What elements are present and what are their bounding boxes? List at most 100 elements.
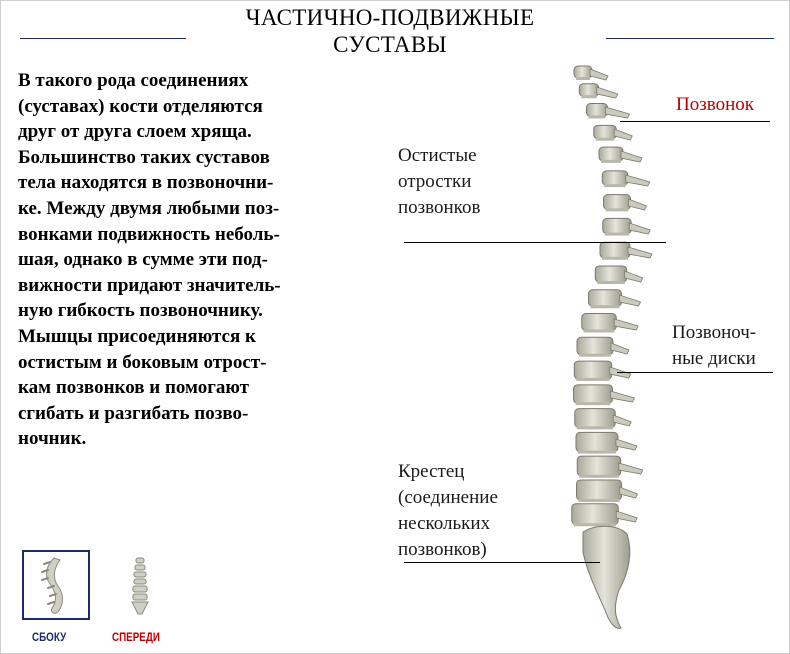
vertebra-body bbox=[602, 217, 632, 235]
view-side-label[interactable]: СБОКУ bbox=[32, 630, 67, 644]
label-spinous-line: Остистые bbox=[398, 145, 477, 166]
spinous-process bbox=[610, 390, 636, 403]
intervertebral-disc bbox=[579, 474, 619, 478]
label-sacrum-line: нескольких bbox=[398, 513, 491, 534]
intervertebral-disc bbox=[576, 377, 610, 381]
description-line: Большинство таких суставов bbox=[18, 146, 270, 168]
vertebra-body bbox=[571, 503, 619, 525]
label-vertebra: Позвонок bbox=[676, 94, 754, 115]
spinous-process bbox=[596, 86, 619, 99]
label-spinous-line: позвонков bbox=[398, 197, 481, 218]
vertebra-body bbox=[598, 146, 624, 162]
spinous-process bbox=[619, 486, 639, 499]
intervertebral-disc bbox=[578, 450, 616, 454]
vertebra-body bbox=[588, 289, 622, 307]
vertebra-body bbox=[574, 408, 616, 428]
spinous-process bbox=[615, 438, 638, 451]
view-side-thumbnail[interactable] bbox=[22, 550, 90, 620]
pointer-sacrum bbox=[404, 562, 600, 563]
label-sacrum-line: (соединение bbox=[398, 487, 498, 508]
spinous-process bbox=[628, 198, 648, 211]
label-sacrum-line: позвонков) bbox=[398, 539, 487, 560]
view-front-label[interactable]: СПЕРЕДИ bbox=[112, 630, 160, 644]
vertebra-body bbox=[593, 124, 617, 140]
intervertebral-disc bbox=[595, 137, 615, 141]
spinous-process bbox=[628, 222, 651, 235]
spinous-process bbox=[612, 414, 632, 427]
description-line: ке. Между двумя любыми поз- bbox=[18, 197, 280, 219]
spinous-process bbox=[620, 150, 643, 163]
spinous-process bbox=[613, 128, 633, 141]
vertebra-body bbox=[573, 65, 593, 79]
description-line: вижности придают значитель- bbox=[18, 274, 281, 296]
vertebra-body bbox=[576, 479, 622, 501]
spinous-process bbox=[610, 342, 630, 355]
page-title-line2: СУСТАВЫ bbox=[333, 32, 447, 57]
description-line: (суставах) кости отделяются bbox=[18, 95, 263, 117]
vertebra-body bbox=[576, 455, 622, 477]
intervertebral-disc bbox=[601, 159, 621, 163]
vertebra-body bbox=[576, 336, 614, 356]
description-text: В такого рода соединениях (суставах) кос… bbox=[18, 68, 380, 452]
spinous-process bbox=[624, 270, 644, 283]
vertebra-body bbox=[586, 103, 608, 117]
intervertebral-disc bbox=[602, 256, 628, 260]
description-line: друг от друга слоем хряща. bbox=[18, 121, 252, 143]
pointer-spinous-processes bbox=[404, 242, 666, 243]
spinous-process bbox=[613, 318, 639, 331]
spinous-process bbox=[627, 246, 653, 259]
vertebra-body bbox=[573, 384, 613, 404]
description-line: шая, однако в сумме эти под- bbox=[18, 249, 268, 271]
spine-illustration bbox=[571, 65, 653, 629]
intervertebral-disc bbox=[578, 499, 620, 503]
label-sacrum: Крестец (соединение нескольких позвонков… bbox=[398, 459, 498, 563]
vertebra-body bbox=[603, 194, 631, 210]
label-spinous-line: отростки bbox=[398, 171, 472, 192]
page-title-line1: ЧАСТИЧНО-ПОДВИЖНЫЕ bbox=[245, 5, 535, 30]
label-discs-line: Позвоноч- bbox=[672, 322, 757, 343]
vertebra-body bbox=[599, 241, 631, 259]
intervertebral-disc bbox=[604, 184, 626, 188]
vertebra-body bbox=[575, 431, 619, 453]
intervertebral-disc bbox=[605, 208, 629, 212]
sacrum-shape bbox=[582, 525, 631, 629]
vertebra-body bbox=[578, 83, 600, 97]
spinous-process bbox=[618, 462, 644, 475]
intervertebral-disc bbox=[576, 426, 614, 430]
intervertebral-disc bbox=[579, 353, 611, 357]
intervertebral-disc bbox=[573, 523, 617, 527]
description-line: кам позвонков и помогают bbox=[18, 377, 249, 399]
vertebra-body bbox=[581, 313, 617, 331]
spinous-process bbox=[619, 294, 642, 307]
title-rule-right bbox=[606, 38, 774, 39]
page-title: ЧАСТИЧНО-ПОДВИЖНЫЕ СУСТАВЫ bbox=[180, 4, 600, 58]
vertebra-body bbox=[601, 170, 629, 186]
spinous-process bbox=[625, 174, 651, 187]
label-sacrum-line: Крестец bbox=[398, 461, 465, 482]
vertebra-body bbox=[594, 265, 628, 283]
description-line: вонками подвижность неболь- bbox=[18, 223, 280, 245]
intervertebral-disc bbox=[604, 232, 630, 236]
pointer-discs bbox=[617, 372, 773, 373]
intervertebral-disc bbox=[576, 77, 590, 80]
description-line: сгибать и разгибать позво- bbox=[18, 402, 249, 424]
intervertebral-disc bbox=[590, 305, 620, 309]
view-front-thumbnail[interactable] bbox=[122, 552, 158, 620]
intervertebral-disc bbox=[588, 115, 606, 119]
front-spine-icon bbox=[131, 557, 149, 615]
description-line: ночник. bbox=[18, 428, 87, 450]
description-line: ную гибкость позвоночнику. bbox=[18, 300, 263, 322]
pointer-vertebra bbox=[620, 121, 770, 122]
spinous-process bbox=[589, 68, 609, 81]
description-line: тела находятся в позвоночни- bbox=[18, 172, 274, 194]
description-line: Мышцы присоединяются к bbox=[18, 325, 256, 347]
description-line: остистым и боковым отрост- bbox=[18, 351, 267, 373]
description-line: В такого рода соединениях bbox=[18, 70, 249, 91]
label-spinous-processes: Остистые отростки позвонков bbox=[398, 143, 480, 221]
intervertebral-disc bbox=[581, 95, 597, 99]
side-spine-icon bbox=[41, 557, 63, 614]
vertebrae-group bbox=[571, 65, 653, 527]
label-discs: Позвоноч- ные диски bbox=[672, 320, 756, 372]
intervertebral-disc bbox=[583, 329, 615, 333]
vertebra-body bbox=[573, 360, 613, 380]
